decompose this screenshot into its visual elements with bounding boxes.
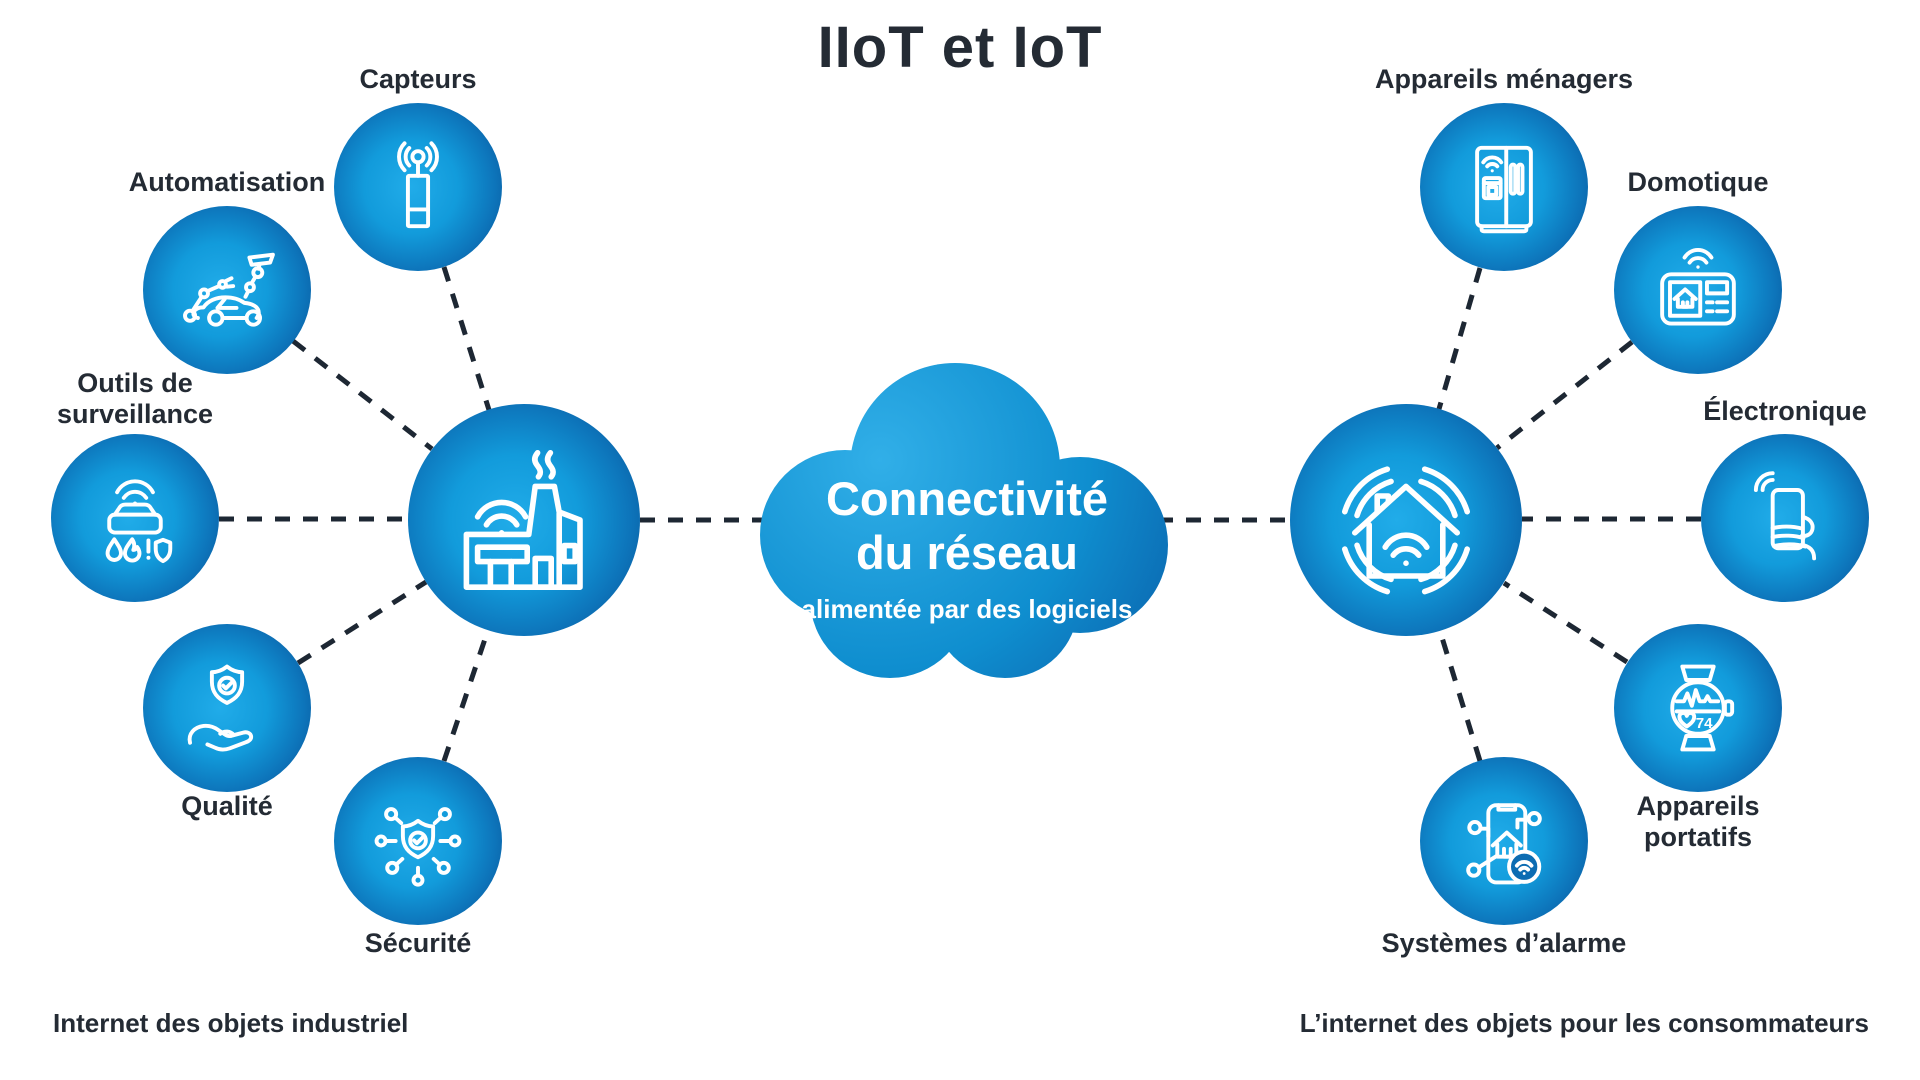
connector-lines	[219, 266, 1701, 762]
node-securite	[334, 757, 502, 925]
node-automatisation-label: Automatisation	[128, 167, 326, 197]
cloud-title-line1: Connectivité	[825, 472, 1109, 525]
node-alarme-label: Systèmes d’alarme	[1381, 928, 1627, 958]
control-panel-icon	[1660, 247, 1736, 326]
smart-fridge-icon	[1475, 145, 1533, 234]
factory-wifi-icon	[463, 450, 583, 590]
node-outils-label: Outils de surveillance	[56, 368, 214, 429]
node-domotique	[1614, 206, 1782, 374]
smartwatch-icon: 74	[1670, 664, 1735, 752]
right-group-caption: L’internet des objets pour les consommat…	[1299, 1008, 1869, 1038]
node-consumer-hub	[1290, 404, 1522, 636]
node-qualite-label: Qualité	[181, 791, 273, 821]
page-title: IIoT et IoT	[817, 15, 1103, 80]
node-electronique	[1701, 434, 1869, 602]
monitoring-device-icon	[105, 479, 173, 564]
cloud-text: Connectivité du réseau alimentée par des…	[757, 472, 1177, 625]
cloud-subtitle: alimentée par des logiciels	[801, 594, 1133, 624]
node-industrial-hub	[408, 404, 640, 636]
cloud-icon	[760, 363, 1168, 678]
smart-home-icon	[1342, 466, 1470, 595]
shield-hand-icon	[187, 664, 254, 752]
node-menagers-label: Appareils ménagers	[1374, 64, 1634, 94]
node-capteurs	[334, 103, 502, 271]
left-group-caption: Internet des objets industriel	[53, 1008, 409, 1038]
node-capteurs-label: Capteurs	[359, 64, 477, 94]
node-qualite	[143, 624, 311, 792]
cloud-title-line2: du réseau	[855, 526, 1079, 579]
robot-assembly-icon	[183, 252, 275, 327]
shield-network-icon	[374, 807, 462, 887]
alarm-system-icon	[1466, 803, 1542, 885]
node-securite-label: Sécurité	[364, 928, 472, 958]
node-systemes-alarme	[1420, 757, 1588, 925]
node-appareils-menagers	[1420, 103, 1588, 271]
node-portatifs-label: Appareils portatifs	[1636, 791, 1760, 852]
node-automatisation	[143, 206, 311, 374]
heart-rate-value: 74	[1696, 715, 1713, 732]
node-domotique-label: Domotique	[1627, 167, 1769, 197]
node-outils-surveillance	[51, 434, 219, 602]
phone-in-hand-icon	[1753, 471, 1817, 561]
node-appareils-portatifs: 74	[1614, 624, 1782, 792]
node-electronique-label: Électronique	[1703, 396, 1867, 426]
sensor-antenna-icon	[397, 141, 439, 229]
